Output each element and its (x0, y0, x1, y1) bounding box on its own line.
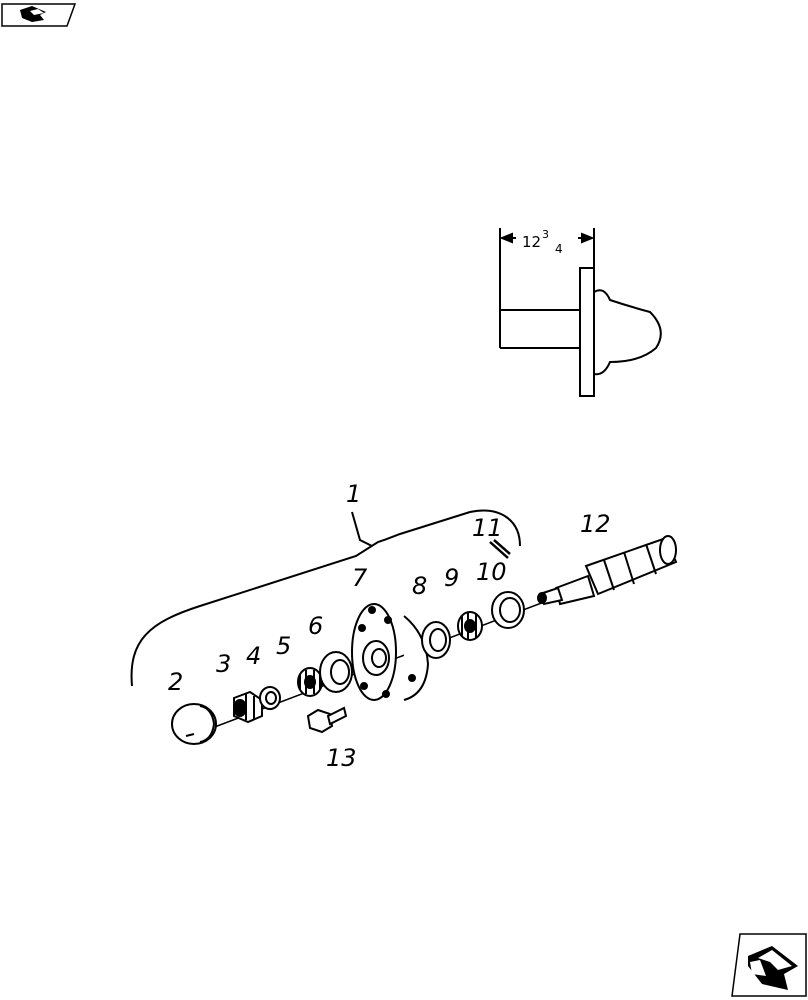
callout-9: 9 (444, 564, 459, 592)
callout-6: 6 (308, 612, 323, 640)
callout-11: 11 (472, 514, 503, 542)
callout-13: 13 (326, 744, 357, 772)
callout-10: 10 (476, 558, 507, 586)
dimension-numerator: 3 (542, 228, 549, 241)
next-page-button[interactable] (731, 933, 807, 997)
callout-4: 4 (246, 642, 261, 670)
castle-nut (233, 690, 263, 724)
callout-7: 7 (352, 564, 368, 592)
callout-2: 2 (168, 668, 183, 696)
callout-8: 8 (412, 572, 427, 600)
callout-3: 3 (216, 650, 231, 678)
previous-page-button[interactable] (1, 3, 77, 27)
hub-cap (171, 703, 217, 745)
callout-1: 1 (346, 480, 361, 508)
outer-bearing-cone (297, 667, 323, 697)
washer (259, 686, 281, 710)
dimension-denominator: 4 (555, 242, 563, 256)
assembly-bracket (130, 509, 521, 687)
grease-seal (491, 591, 525, 629)
inner-bearing-cone (457, 611, 483, 641)
outer-bearing-cup (319, 651, 353, 693)
wheel-hub (351, 603, 430, 701)
spindle (537, 535, 678, 606)
callout-12: 12 (580, 510, 611, 538)
arrow-forward-icon (748, 946, 798, 990)
inner-bearing-cup (421, 621, 451, 659)
wheel-bolt (306, 706, 348, 734)
dimension-inset (499, 228, 662, 397)
arrow-back-icon (20, 6, 46, 22)
cotter-pin (489, 539, 511, 559)
dimension-whole: 12 (522, 233, 541, 251)
bracket-leader (351, 511, 373, 547)
callout-5: 5 (276, 632, 291, 660)
